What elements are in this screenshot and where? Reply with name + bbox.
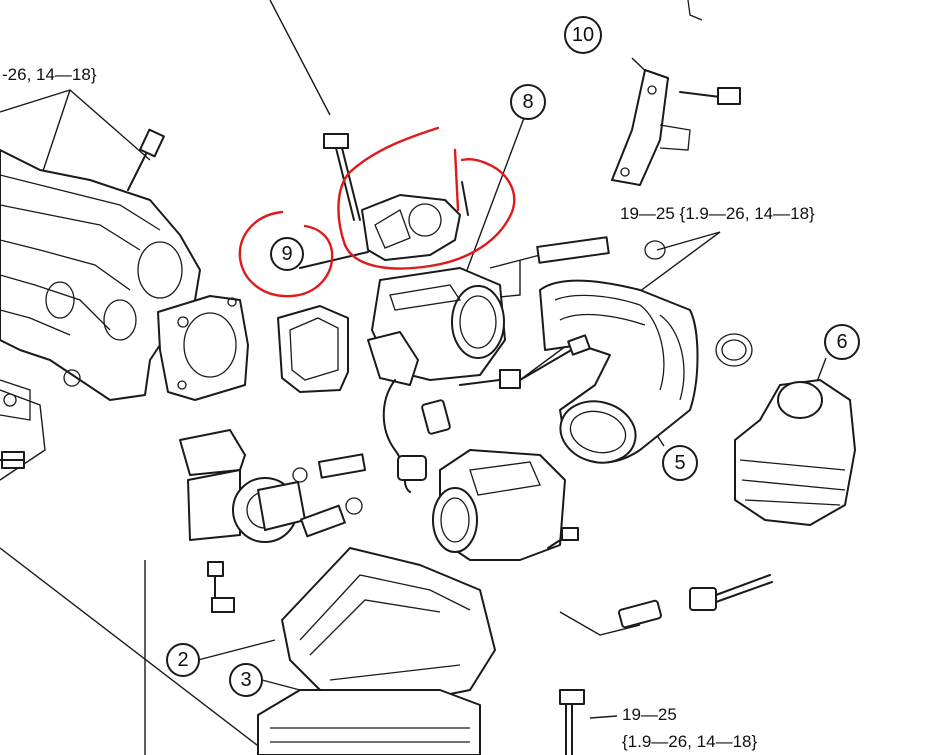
resonator xyxy=(734,379,856,526)
callout-2: 2 xyxy=(166,643,200,677)
intake-air-temp-sensor xyxy=(618,574,773,629)
connector-icon xyxy=(397,455,427,481)
bolt-icon xyxy=(127,128,165,191)
spacer-plate xyxy=(157,295,249,401)
red-highlight-circle-callout-9 xyxy=(238,210,334,298)
callout-3: 3 xyxy=(229,663,263,697)
air-intake-hose xyxy=(519,279,699,464)
callout-10: 10 xyxy=(564,16,602,54)
idle-air-control-valve xyxy=(179,429,306,613)
callout-6: 6 xyxy=(824,324,860,360)
svg-text:3: 3 xyxy=(240,669,251,691)
red-highlight-circle-part-9 xyxy=(337,126,516,270)
bracket xyxy=(611,0,741,186)
svg-text:9: 9 xyxy=(281,243,292,265)
torque-label-bottom-right-1: 19—25 xyxy=(622,705,677,724)
airflow-meter xyxy=(432,449,579,561)
throttle-body-gasket xyxy=(277,305,349,393)
bolt-icon xyxy=(323,133,361,221)
bolt-icon xyxy=(0,451,25,469)
connector-icon xyxy=(689,587,717,611)
leader-lines xyxy=(0,0,827,755)
throttle-position-sensor xyxy=(299,181,469,269)
svg-text:10: 10 xyxy=(572,24,594,46)
air-cleaner-cover xyxy=(257,547,496,755)
throttle-body xyxy=(367,267,521,493)
torque-label-right-middle: 19—25 {1.9—26, 14—18} xyxy=(620,204,815,223)
torque-label-top-left: -26, 14—18} xyxy=(2,65,97,84)
svg-text:2: 2 xyxy=(177,649,188,671)
pcv-hose xyxy=(300,236,610,538)
hose-clamp-icon xyxy=(292,467,363,515)
bolt-icon xyxy=(559,689,585,755)
callout-9: 9 xyxy=(270,237,304,271)
callout-8: 8 xyxy=(510,84,546,120)
hose-clamp-icon xyxy=(644,240,753,367)
callout-5: 5 xyxy=(662,445,698,481)
svg-text:5: 5 xyxy=(674,452,685,474)
svg-text:6: 6 xyxy=(836,331,847,353)
svg-text:8: 8 xyxy=(522,91,533,113)
connector-icon xyxy=(421,399,451,435)
torque-label-bottom-right-2: {1.9—26, 14—18} xyxy=(622,732,757,751)
